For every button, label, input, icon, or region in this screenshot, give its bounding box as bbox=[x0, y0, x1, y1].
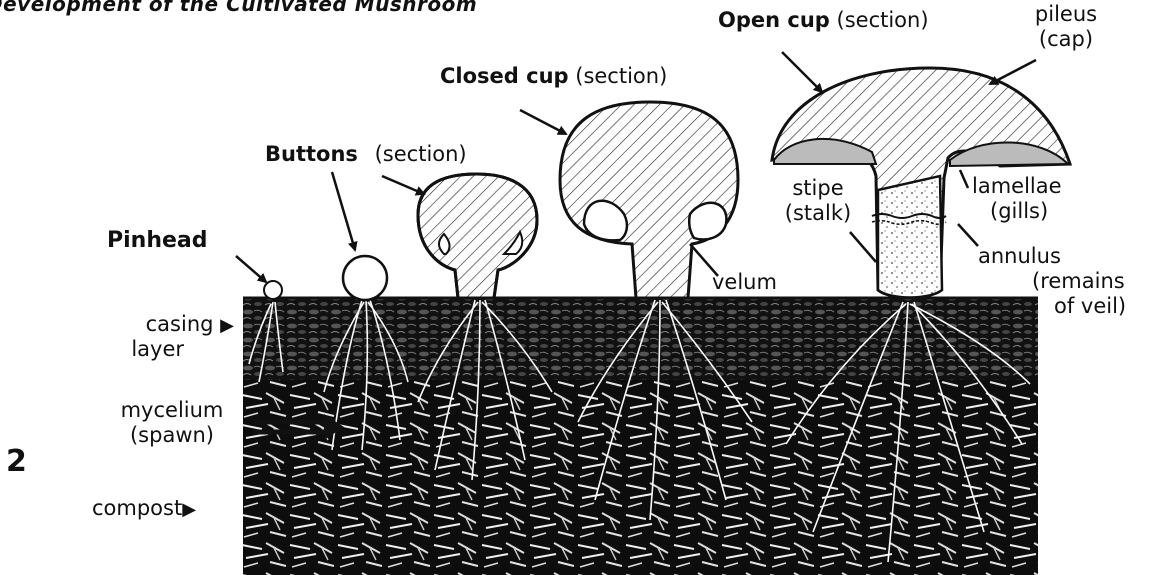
stipe-label: stipe (stalk) bbox=[778, 176, 858, 226]
mycelium-term: mycelium bbox=[104, 398, 240, 423]
casing-layer-label: casing ▶ layer bbox=[108, 312, 234, 362]
mycelium-gloss: (spawn) bbox=[104, 423, 240, 448]
annulus-gloss-1: (remains bbox=[978, 269, 1126, 294]
lamellae-term: lamellae bbox=[972, 174, 1062, 199]
buttons-section-note: (section) bbox=[375, 142, 467, 166]
triangle-pointer-icon: ▶ bbox=[182, 499, 196, 520]
closed-cup-section-note: (section) bbox=[575, 64, 667, 88]
buttons-label: Buttons bbox=[265, 142, 358, 166]
open-cup-section-note: (section) bbox=[837, 8, 929, 32]
stipe-gloss: (stalk) bbox=[778, 201, 858, 226]
velum-label: velum bbox=[712, 270, 777, 295]
pileus-label: pileus (cap) bbox=[1030, 2, 1102, 52]
closed-cup-label-group: Closed cup (section) bbox=[440, 64, 667, 89]
annulus-term: annulus bbox=[978, 244, 1126, 269]
compost-label: compost▶ bbox=[92, 496, 196, 521]
pileus-term: pileus bbox=[1030, 2, 1102, 27]
annulus-gloss-2: of veil) bbox=[978, 294, 1126, 319]
button-mushroom bbox=[343, 256, 387, 300]
pinhead-label: Pinhead bbox=[107, 228, 208, 254]
stipe-term: stipe bbox=[778, 176, 858, 201]
compost-layer bbox=[243, 378, 1038, 575]
open-cup-label-group: Open cup (section) bbox=[718, 8, 929, 33]
button-section-mushroom bbox=[418, 174, 537, 298]
lamellae-label: lamellae (gills) bbox=[972, 174, 1062, 224]
open-cup-label: Open cup bbox=[718, 8, 830, 32]
closed-cup-label: Closed cup bbox=[440, 64, 569, 88]
buttons-label-group: Buttons (section) bbox=[265, 142, 467, 167]
lamellae-gloss: (gills) bbox=[972, 199, 1062, 224]
figure-number: 2 bbox=[6, 444, 27, 479]
annulus-label: annulus (remains of veil) bbox=[978, 244, 1126, 320]
mycelium-label: mycelium (spawn) bbox=[104, 398, 240, 448]
compost-term: compost bbox=[92, 496, 182, 520]
casing-gloss: layer bbox=[108, 337, 234, 362]
pinhead-mushroom bbox=[264, 281, 282, 299]
casing-term: casing bbox=[146, 312, 214, 336]
triangle-pointer-icon: ▶ bbox=[220, 315, 234, 336]
pileus-gloss: (cap) bbox=[1030, 27, 1102, 52]
page-title: Development of the Cultivated Mushroom bbox=[0, 0, 477, 16]
